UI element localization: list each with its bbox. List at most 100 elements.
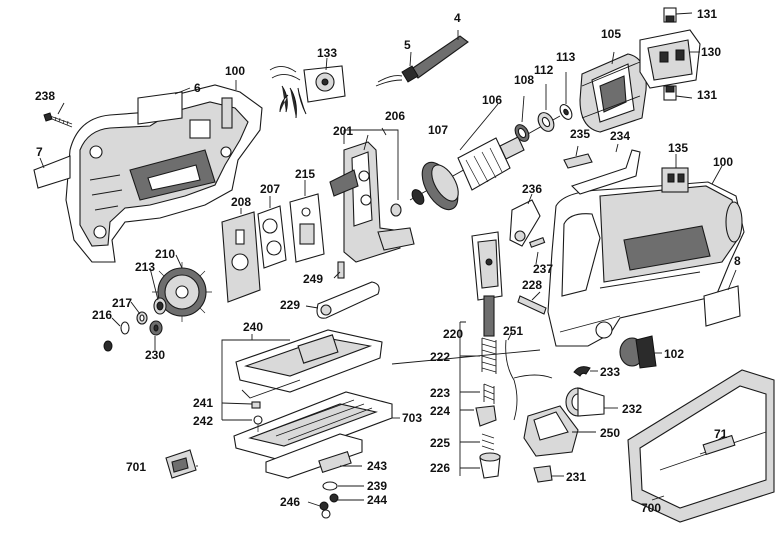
callout-220: 220 bbox=[443, 327, 464, 341]
callout-108: 108 bbox=[514, 73, 535, 87]
callout-235: 235 bbox=[570, 127, 591, 141]
clip-701 bbox=[165, 449, 197, 479]
callout-215: 215 bbox=[295, 167, 316, 181]
callout-701: 701 bbox=[126, 460, 147, 474]
dust-adapter-232 bbox=[565, 387, 605, 417]
callout-703: 703 bbox=[402, 411, 423, 425]
callout-229: 229 bbox=[280, 298, 301, 312]
callout-230: 230 bbox=[145, 348, 166, 362]
slider-235 bbox=[563, 153, 593, 169]
clamp-224 bbox=[475, 405, 497, 427]
callout-105: 105 bbox=[601, 27, 622, 41]
callout-232: 232 bbox=[622, 402, 643, 416]
callout-246: 246 bbox=[280, 495, 301, 509]
callout-210: 210 bbox=[155, 247, 176, 261]
callout-224: 224 bbox=[430, 404, 451, 418]
label-plate-6 bbox=[137, 91, 183, 125]
callout-102: 102 bbox=[664, 347, 685, 361]
spring-223 bbox=[483, 383, 495, 404]
wire-guard-251 bbox=[505, 339, 553, 421]
armature-107 bbox=[409, 115, 561, 211]
spring-225 bbox=[481, 433, 495, 451]
callout-8: 8 bbox=[734, 254, 741, 268]
callout-237: 237 bbox=[533, 262, 554, 276]
pin-241 bbox=[251, 401, 261, 409]
gear-wheel-210 bbox=[152, 262, 212, 322]
callout-238: 238 bbox=[35, 89, 56, 103]
bearing-112 bbox=[537, 112, 555, 132]
callout-243: 243 bbox=[367, 459, 388, 473]
callout-244: 244 bbox=[367, 493, 388, 507]
callout-133: 133 bbox=[317, 46, 338, 60]
callout-100-right: 100 bbox=[713, 155, 734, 169]
washer-216b bbox=[120, 321, 130, 335]
callout-250: 250 bbox=[600, 426, 621, 440]
bar-234 bbox=[570, 149, 641, 195]
switch-135 bbox=[661, 167, 689, 193]
washer-217 bbox=[136, 311, 148, 325]
housing-left-half bbox=[65, 84, 263, 263]
callout-225: 225 bbox=[430, 436, 451, 450]
callout-222: 222 bbox=[430, 350, 451, 364]
leader-lines bbox=[39, 12, 737, 507]
spring-222 bbox=[481, 337, 497, 374]
callout-131-top: 131 bbox=[697, 7, 718, 21]
callout-236: 236 bbox=[522, 182, 543, 196]
carbon-brush-131-top bbox=[663, 7, 677, 23]
callout-226: 226 bbox=[430, 461, 451, 475]
stator-105 bbox=[579, 53, 647, 133]
callout-234: 234 bbox=[610, 129, 631, 143]
callout-208: 208 bbox=[231, 195, 252, 209]
gasket-207 bbox=[257, 205, 287, 269]
washer-113 bbox=[559, 104, 573, 120]
bushing-230 bbox=[149, 320, 163, 336]
cover-250 bbox=[523, 405, 579, 457]
guide-plate-208 bbox=[221, 211, 261, 303]
collar-226 bbox=[479, 452, 501, 479]
power-cable-4 bbox=[375, 35, 469, 87]
callout-231: 231 bbox=[566, 470, 587, 484]
callout-207: 207 bbox=[260, 182, 281, 196]
pin-228 bbox=[517, 295, 547, 315]
callout-4: 4 bbox=[454, 11, 461, 25]
pin-237 bbox=[529, 237, 546, 248]
callout-251: 251 bbox=[503, 324, 524, 338]
gear-frame-201 bbox=[329, 141, 415, 263]
bushing-213 bbox=[153, 297, 167, 315]
label-plate-8 bbox=[703, 285, 741, 327]
callout-7: 7 bbox=[36, 145, 43, 159]
carry-case-700 bbox=[627, 369, 775, 523]
circlip-216 bbox=[103, 340, 113, 352]
callout-113: 113 bbox=[556, 50, 576, 64]
callout-228: 228 bbox=[522, 278, 543, 292]
brush-holder-130 bbox=[639, 29, 701, 89]
screw-242 bbox=[253, 415, 263, 432]
fan-233 bbox=[573, 366, 591, 377]
callout-5: 5 bbox=[404, 38, 411, 52]
callout-206: 206 bbox=[385, 109, 406, 123]
clip-231 bbox=[533, 465, 553, 483]
footplate-240 bbox=[235, 329, 383, 399]
callout-239: 239 bbox=[367, 479, 388, 493]
housing-assembled-100 bbox=[547, 181, 745, 347]
callout-216: 216 bbox=[92, 308, 113, 322]
callout-217: 217 bbox=[112, 296, 133, 310]
base-plate-703 bbox=[233, 391, 393, 461]
lever-229 bbox=[316, 281, 380, 319]
carbon-brush-131-bottom bbox=[663, 85, 677, 101]
switch-wiring-133 bbox=[269, 65, 346, 119]
screw-238 bbox=[43, 112, 73, 128]
pin-249 bbox=[337, 261, 345, 279]
callout-6: 6 bbox=[194, 81, 201, 95]
callout-201: 201 bbox=[333, 124, 354, 138]
sole-243 bbox=[265, 433, 363, 479]
callout-112: 112 bbox=[534, 63, 554, 77]
washer-206 bbox=[390, 203, 402, 217]
callout-242: 242 bbox=[193, 414, 214, 428]
callout-241: 241 bbox=[193, 396, 214, 410]
callout-107: 107 bbox=[428, 123, 449, 137]
callout-106: 106 bbox=[482, 93, 503, 107]
callout-249: 249 bbox=[303, 272, 324, 286]
